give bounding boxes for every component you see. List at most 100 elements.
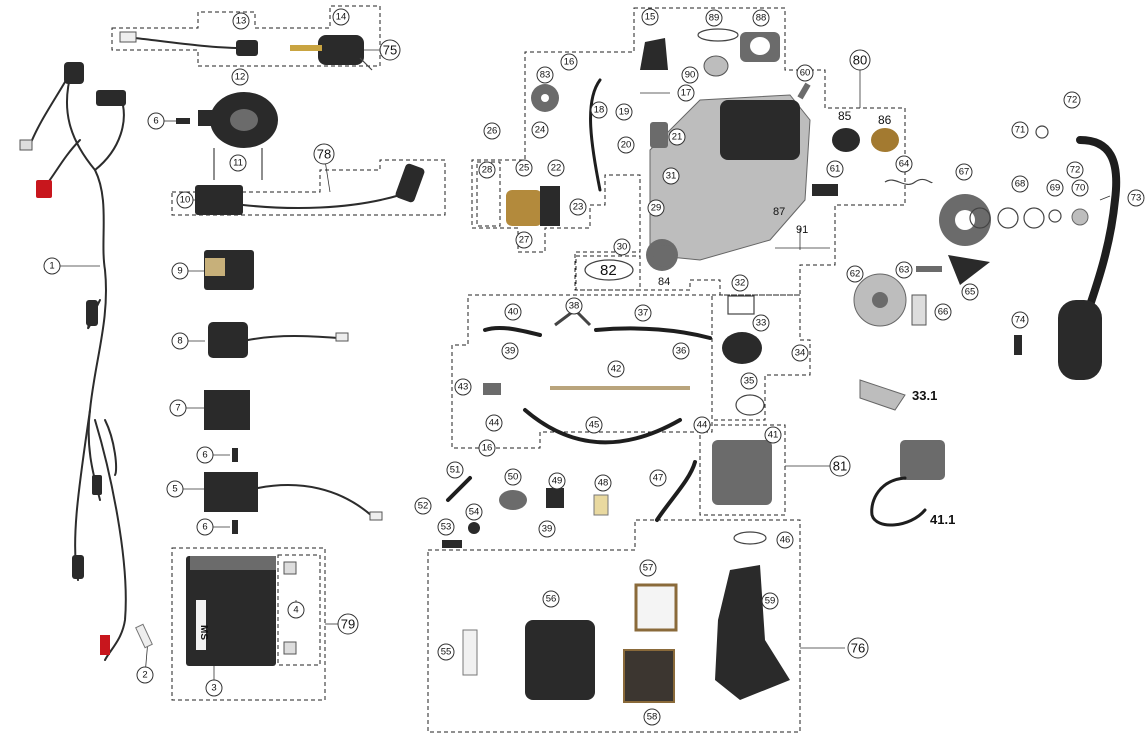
callout-number: 72 [1070,165,1081,176]
callout-circle [43,257,61,275]
callout-89: 89 [705,9,723,27]
outline-76 [427,519,801,733]
callout-29: 29 [647,199,665,217]
callout-number: 49 [552,476,563,487]
callout-circle [501,342,519,360]
callout-number: 35 [744,376,755,387]
callout-63: 63 [895,261,913,279]
callout-circle [1011,175,1029,193]
callout-number: 15 [645,12,656,23]
outline-81 [699,424,786,516]
callout-number: 32 [735,278,746,289]
callout-27: 27 [515,231,533,249]
callout-14: 14 [332,8,350,26]
callout-circle [761,592,779,610]
key-switch-14 [290,35,373,71]
callout-45: 45 [585,416,603,434]
callout-circle [287,601,305,619]
callout-57: 57 [639,559,657,577]
callout-circle [313,143,335,165]
callout-59: 59 [761,592,779,610]
callout-circle [169,399,187,417]
label-87: 87 [773,206,785,218]
callout-circle [548,472,566,490]
callout-circle [232,12,250,30]
callout-52: 52 [414,497,432,515]
bolt-6-top [176,118,190,124]
callout-number: 25 [519,163,530,174]
callout-number: 54 [469,507,480,518]
callout-circle [607,360,625,378]
callout-circle [560,53,578,71]
regulator-5 [204,448,383,534]
callout-circle [478,439,496,457]
callout-circle [826,160,844,178]
breather-hose-18 [589,78,602,192]
callout-circle [731,274,749,292]
callout-circle [693,416,711,434]
rotor-83 [531,84,559,112]
callout-38: 38 [565,297,583,315]
callout-circle [515,231,533,249]
callout-number: 80 [853,53,867,68]
callout-circle [136,666,154,684]
callout-31: 31 [662,167,680,185]
callout-46: 46 [776,531,794,549]
spark-plug-60 [797,82,811,100]
intake-manifold-33 [722,295,765,416]
callout-number: 73 [1131,193,1142,204]
callout-5: 5 [166,480,184,498]
callout-6: 6 [147,112,165,130]
callout-number: 16 [482,443,493,454]
callout-88: 88 [752,9,770,27]
callout-76: 76 [847,637,869,659]
callout-circle [1063,91,1081,109]
callout-56: 56 [542,590,560,608]
callout-17: 17 [677,84,695,102]
callout-11: 11 [229,154,247,172]
starter-motor-27 [506,186,560,226]
callout-number: 79 [341,617,355,632]
callout-number: 90 [685,70,696,81]
callout-circle [542,590,560,608]
callout-number: 6 [153,116,158,127]
engine-31 [646,94,811,271]
callout-80: 80 [849,49,871,71]
callout-21: 21 [668,128,686,146]
callout-2: 2 [136,666,154,684]
callout-circle [231,68,249,86]
callout-36: 36 [672,342,690,360]
sprocket-67 [939,194,991,246]
callout-circle [752,314,770,332]
callout-circle [585,416,603,434]
callout-circle [895,155,913,173]
callout-circle [791,344,809,362]
callout-81: 81 [829,455,851,477]
callout-circle [454,378,472,396]
fuse-2 [135,623,153,649]
callout-circle [196,446,214,464]
callout-number: 69 [1050,183,1061,194]
callout-number: 9 [177,266,182,277]
callout-number: 14 [336,12,347,23]
callout-number: 27 [519,235,530,246]
callout-33: 33 [752,314,770,332]
piston-90 [703,55,729,77]
callout-number: 30 [617,242,628,253]
callout-number: 70 [1075,183,1086,194]
callout-number: 11 [233,158,243,169]
callout-number: 1 [49,261,54,272]
callout-number: 10 [180,195,191,206]
callout-64: 64 [895,155,913,173]
callout-circle [437,518,455,536]
callout-circle [196,518,214,536]
callout-61: 61 [826,160,844,178]
callout-37: 37 [634,304,652,322]
callout-number: 64 [899,159,910,170]
carburetor-41 [712,440,772,505]
callout-number: 75 [383,43,397,58]
callout-3: 3 [205,679,223,697]
horn-12 [198,92,278,148]
nuts-66 [911,294,927,326]
callout-1: 1 [43,257,61,275]
